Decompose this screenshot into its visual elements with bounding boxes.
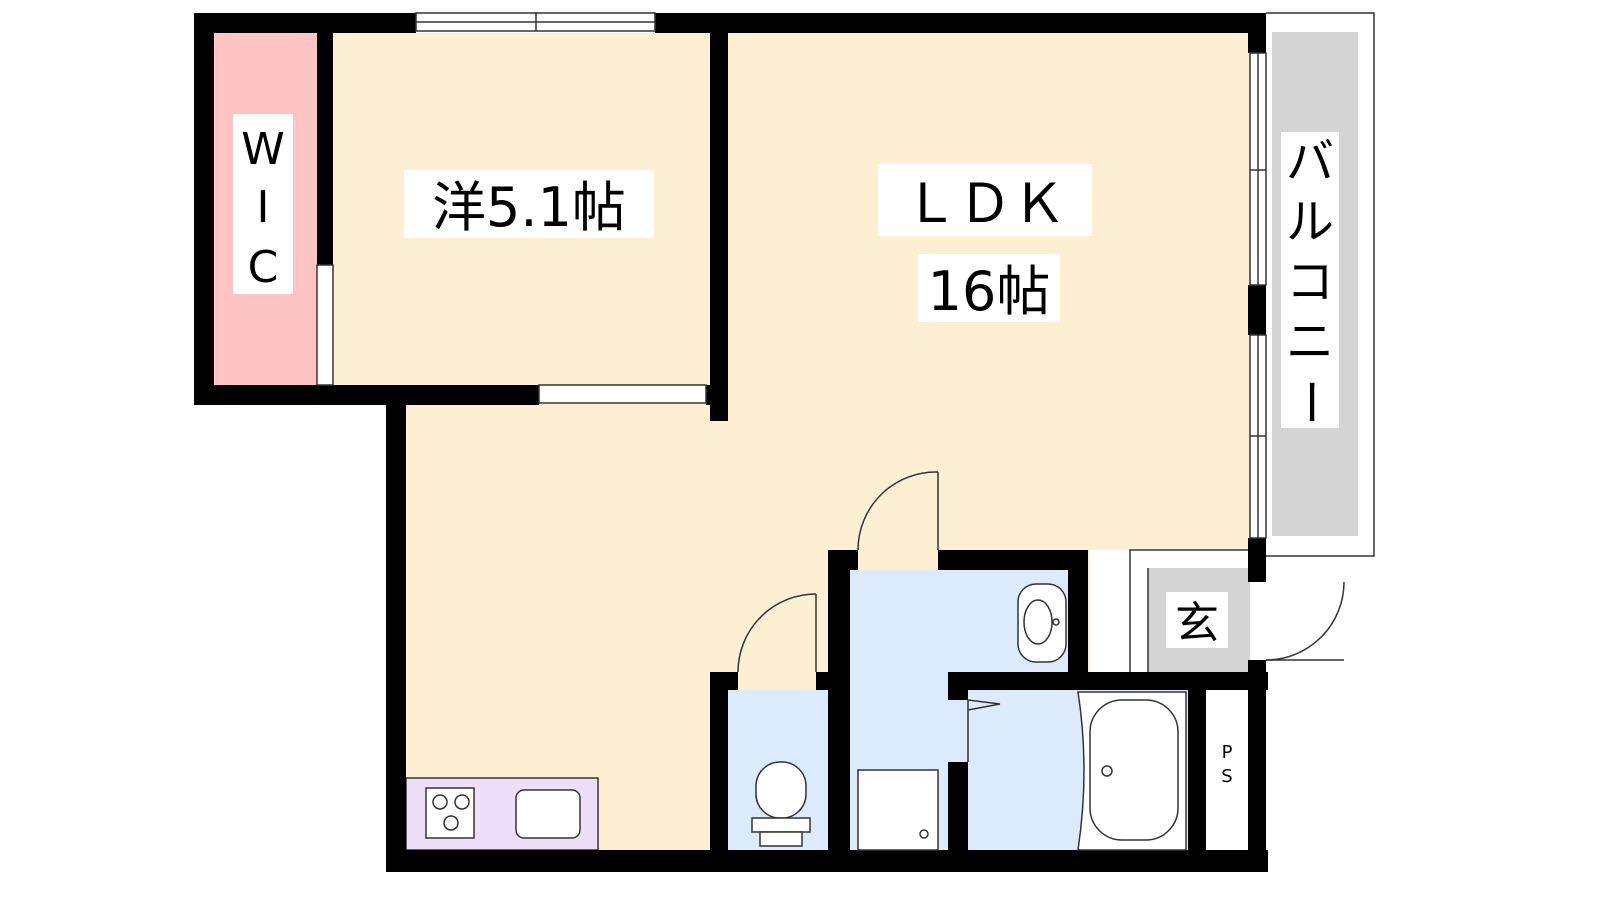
wic-label-i: I [257, 182, 270, 233]
ps-label-s: S [1221, 766, 1232, 787]
toilet-bowl [751, 761, 811, 847]
balcony-rail [1266, 12, 1375, 557]
bathtub [1077, 691, 1187, 851]
wic-label-bg [233, 114, 293, 294]
ldk-size-bg [918, 254, 1060, 322]
window-right [1249, 52, 1267, 539]
balcony-label-2: ル [1286, 194, 1334, 250]
ps-shaft [1206, 690, 1248, 872]
western-room-label: 洋5.1帖 [432, 176, 626, 239]
wash-basin [1017, 583, 1067, 663]
wic-label-c: C [248, 242, 279, 293]
balcony-label-5: ー [1282, 378, 1338, 426]
walls [194, 13, 1268, 872]
western-sliding-door [538, 384, 707, 404]
ldk-room-label: ＬＤＫ [904, 172, 1066, 235]
entrance-label-bg [1166, 592, 1228, 648]
entrance-step [1129, 549, 1248, 672]
kitchen-sink [515, 789, 581, 839]
western-label-bg [404, 170, 654, 238]
toilet-door [737, 593, 817, 673]
kitchen-stove [425, 787, 475, 839]
balcony-label-bg [1281, 132, 1339, 428]
bathroom-door [967, 699, 1001, 762]
ps-label-p: P [1222, 742, 1233, 763]
wic-opening [316, 264, 334, 386]
ldk-size-label: 16帖 [928, 260, 1051, 323]
wic-label-w: W [241, 124, 285, 175]
balcony-label-4: ニ [1286, 314, 1334, 370]
balcony-label-1: バ [1286, 134, 1334, 190]
washing-machine-pan [857, 769, 939, 851]
ldk-label-bg [878, 164, 1092, 236]
window-top [415, 12, 656, 32]
entrance-label: 玄 [1175, 598, 1219, 649]
entrance-door [1265, 581, 1345, 661]
balcony-label-3: コ [1286, 254, 1334, 310]
washroom-door [857, 471, 939, 551]
